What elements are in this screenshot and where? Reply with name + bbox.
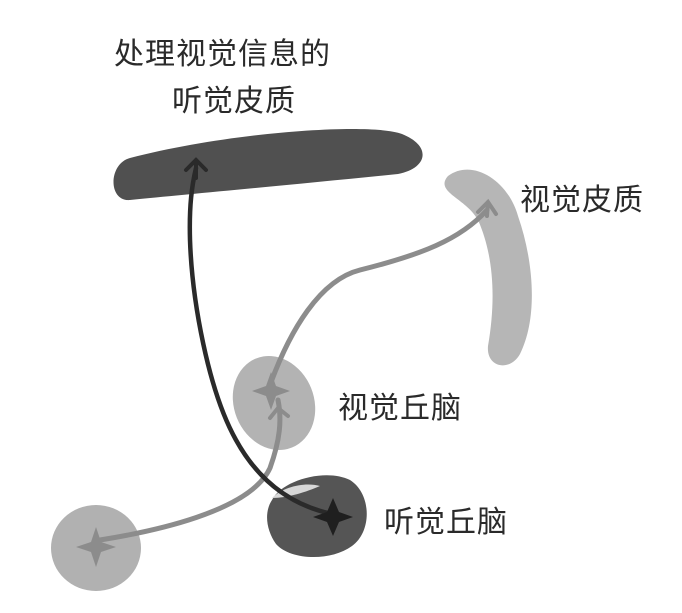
visual-thalamus-label: 视觉丘脑	[338, 391, 462, 426]
visual-cortex-terminal	[476, 198, 498, 218]
visual-thalamus-to-visual-cortex-pathway	[267, 207, 490, 388]
auditory-cortex-terminal	[184, 157, 208, 180]
visual-thalamus-terminal	[268, 405, 290, 420]
visual-cortex-label: 视觉皮质	[520, 183, 644, 218]
visual-thalamus-shape	[232, 356, 316, 450]
auditory-thalamus-to-auditory-cortex-pathway	[187, 165, 335, 517]
visual-thalamus-cell-node	[252, 372, 290, 410]
auditory-cortex-label-line2: 听觉皮质	[172, 84, 296, 119]
retina-to-visual-thalamus-pathway	[97, 397, 283, 543]
retina-cell-node	[76, 527, 116, 567]
auditory-thalamus-cell-node	[313, 498, 353, 536]
auditory-cortex-label-line1: 处理视觉信息的	[114, 37, 331, 72]
auditory-cortex-shape	[113, 128, 423, 201]
visual-cortex-shape	[444, 169, 532, 366]
auditory-thalamus-label: 听觉丘脑	[384, 505, 508, 540]
